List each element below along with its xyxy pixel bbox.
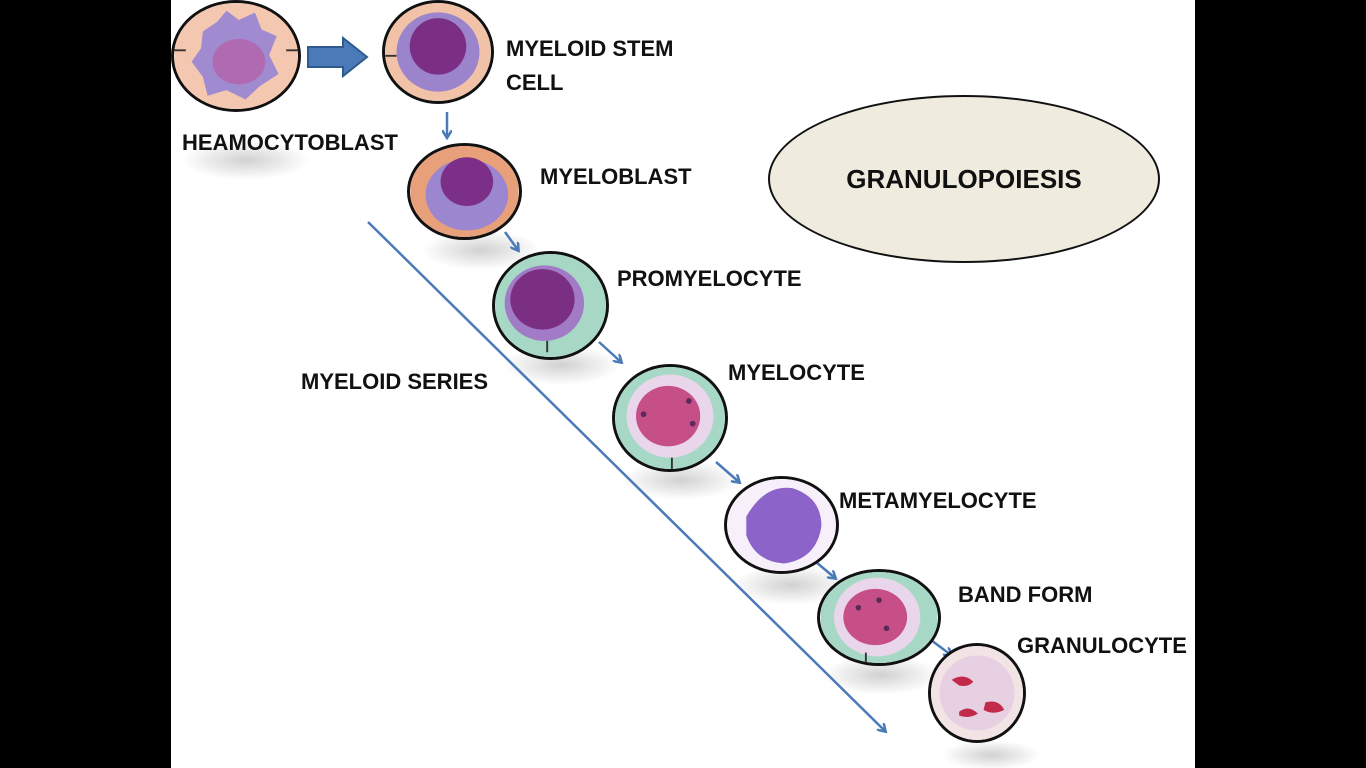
myelocyte-cell-image	[612, 364, 728, 472]
page-title: GRANULOPOIESIS	[846, 163, 1082, 194]
label-band-form: BAND FORM	[958, 582, 1093, 607]
granulopoiesis-title-ellipse: GRANULOPOIESIS	[768, 95, 1160, 263]
granulocyte-cell-image	[928, 643, 1026, 743]
label-myeloblast: MYELOBLAST	[540, 164, 692, 189]
arrow-myelocyte-to-metamyelocyte	[715, 461, 739, 482]
cell-shadow	[941, 740, 1041, 768]
arrow-metamyelocyte-to-band	[815, 561, 835, 578]
myeloblast-cell-image	[407, 143, 522, 240]
arrow-promyelocyte-to-myelocyte	[598, 341, 621, 362]
arrows-layer	[307, 35, 1195, 768]
label-promyelocyte: PROMYELOCYTE	[617, 266, 802, 291]
label-myeloid-series: MYELOID SERIES	[301, 369, 489, 394]
label-myeloid-stem-cell-line2: CELL	[506, 70, 564, 95]
label-heamocytoblast: HEAMOCYTOBLAST	[182, 130, 398, 155]
myeloid-series-line	[367, 221, 885, 731]
myeloid-stem-cell-image	[382, 0, 494, 104]
block-arrow-icon	[307, 35, 369, 79]
promyelocyte-cell-image	[492, 251, 609, 360]
cell-shadow	[181, 140, 311, 180]
label-granulocyte: GRANULOCYTE	[1017, 633, 1187, 658]
label-myeloid-stem-cell-line1: MYELOID STEM	[506, 36, 674, 61]
arrow-myeloblast-to-promyelocyte	[503, 231, 518, 250]
slide: HEAMOCYTOBLAST MYELOID STEM CELL MYELOBL…	[171, 0, 1195, 768]
heamocytoblast-cell-image	[171, 0, 301, 112]
metamyelocyte-cell-image	[724, 476, 839, 574]
label-myelocyte: MYELOCYTE	[728, 360, 865, 385]
label-metamyelocyte: METAMYELOCYTE	[839, 488, 1037, 513]
band-form-cell-image	[817, 569, 941, 666]
